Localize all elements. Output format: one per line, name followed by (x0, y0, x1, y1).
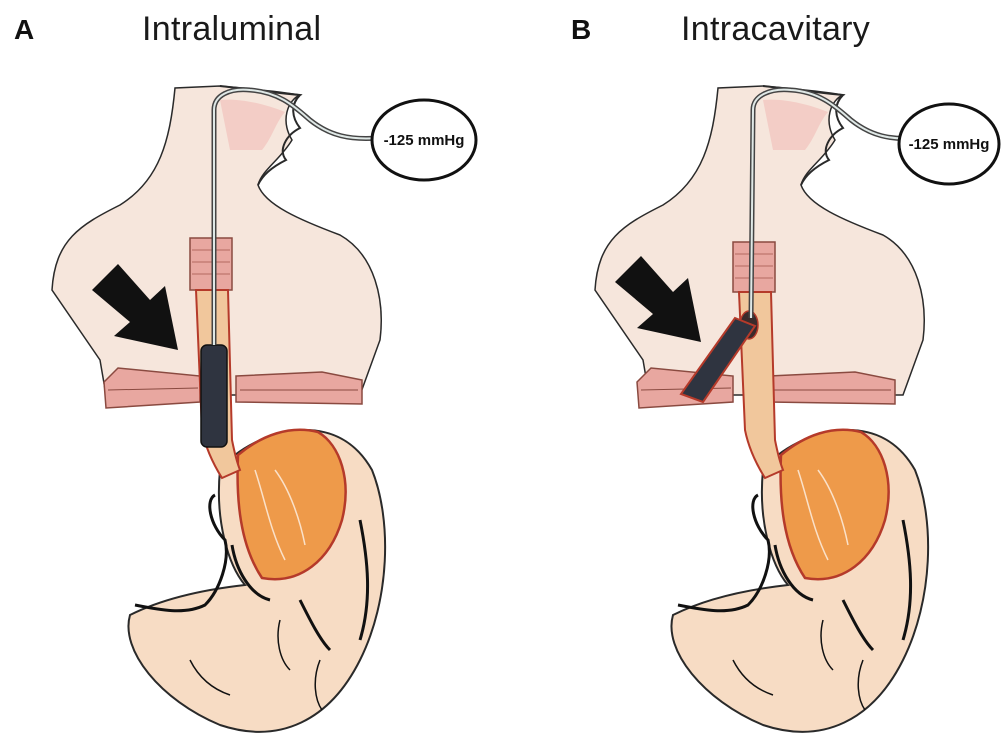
endoscopic-sponge (201, 345, 227, 447)
diaphragm-right (236, 372, 362, 404)
anatomy-illustration: -125 mmHg (503, 0, 1003, 753)
panel-intraluminal: A Intraluminal (0, 0, 500, 753)
diaphragm-left (104, 368, 200, 408)
diaphragm-right (769, 372, 895, 404)
anatomy-illustration: -125 mmHg (0, 0, 500, 753)
panel-intracavitary: B Intracavitary (503, 0, 1003, 753)
pressure-label: -125 mmHg (909, 136, 990, 153)
esophagus-upper (190, 238, 232, 290)
pressure-label: -125 mmHg (384, 132, 465, 149)
